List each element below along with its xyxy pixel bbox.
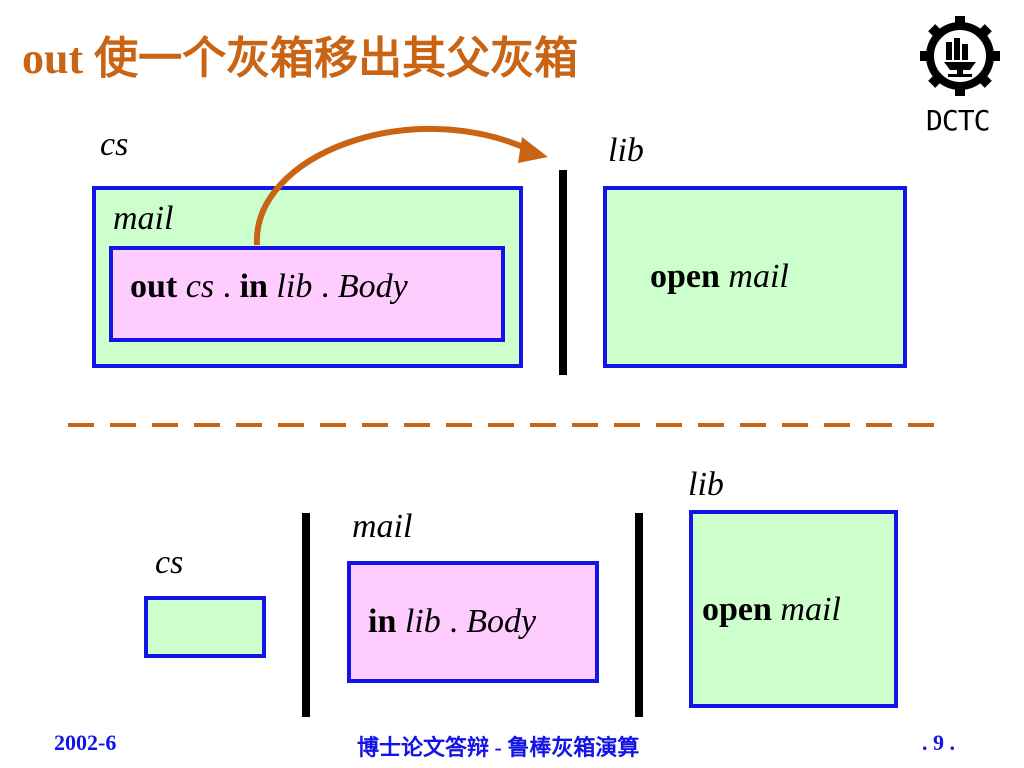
bottom-parallel-bar-1 <box>302 513 310 717</box>
kw-open: open <box>702 591 772 628</box>
expr-sep: . <box>440 603 467 640</box>
footer-page-number: . 9 . <box>922 730 955 755</box>
expr-lib: lib <box>276 268 313 305</box>
bottom-lib-expression: open mail <box>702 591 841 629</box>
move-arrow <box>253 125 548 246</box>
expr-mail: mail <box>780 591 841 628</box>
logo-text: DCTC <box>926 104 990 137</box>
page-title: out 使一个灰箱移出其父灰箱 <box>22 34 579 83</box>
top-lib-box <box>603 186 907 368</box>
expr-cs: cs <box>185 268 215 305</box>
dashed-divider <box>68 423 948 427</box>
bottom-lib-label: lib <box>688 466 724 503</box>
expr-mail: mail <box>728 258 789 295</box>
bottom-lib-box <box>689 510 898 708</box>
top-cs-label: cs <box>100 126 129 163</box>
expr-body: Body <box>466 603 537 640</box>
bottom-mail-box <box>347 561 599 683</box>
footer-date: 2002-6 <box>54 730 117 755</box>
kw-in: in <box>368 603 397 640</box>
kw-in: in <box>239 268 268 305</box>
top-lib-label: lib <box>608 132 644 169</box>
gear-emblem-icon <box>920 16 1000 96</box>
bottom-cs-box <box>144 596 266 658</box>
bottom-mail-expression: in lib . Body <box>368 603 536 641</box>
expr-lib: lib <box>404 603 441 640</box>
dctc-logo: DCTC <box>918 8 1018 138</box>
expr-sep2: . <box>312 268 338 305</box>
kw-open: open <box>650 258 720 295</box>
top-lib-expression: open mail <box>650 258 789 296</box>
top-parallel-bar <box>559 170 567 375</box>
top-mail-box <box>109 246 505 342</box>
top-mail-expression: out cs . in lib . Body <box>130 268 408 306</box>
kw-out: out <box>130 268 178 305</box>
bottom-parallel-bar-2 <box>635 513 643 717</box>
bottom-cs-label: cs <box>155 544 184 581</box>
expr-body: Body <box>337 268 408 305</box>
bottom-mail-label: mail <box>352 508 413 545</box>
top-mail-label: mail <box>113 200 174 237</box>
footer-title: 博士论文答辩 - 鲁棒灰箱演算 <box>357 735 640 760</box>
expr-sep1: . <box>214 268 240 305</box>
